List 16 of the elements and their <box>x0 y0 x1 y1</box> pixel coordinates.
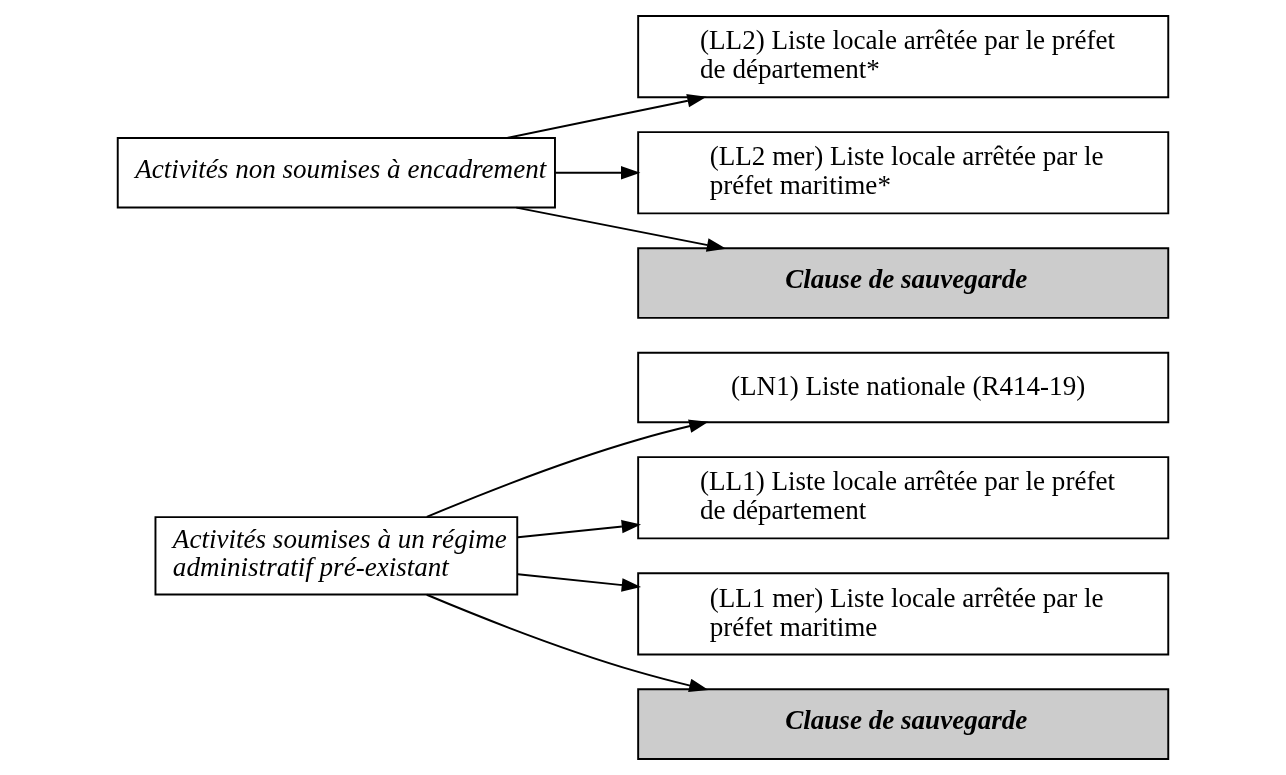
arrow <box>517 573 642 592</box>
arrow <box>517 519 642 539</box>
arrow <box>506 94 707 139</box>
node-box: (LN1) Liste nationale (R414-19) <box>637 351 1170 424</box>
node-box: Activités soumises à un régime administratif pré-existant <box>154 516 519 596</box>
node-box: Clause de sauvegarde <box>637 247 1170 319</box>
node-box: Activités non soumises à encadrement <box>116 136 556 209</box>
arrow <box>515 206 727 252</box>
node-box: (LL2) Liste locale arrêtée par le préfet de département* <box>637 15 1170 99</box>
node-box: (LL2 mer) Liste locale arrêtée par le préfet maritime* <box>637 131 1170 215</box>
node-box: (LL1) Liste locale arrêtée par le préfet de département <box>637 456 1170 540</box>
arrow <box>425 419 709 518</box>
arrow <box>554 166 641 180</box>
node-box: Clause de sauvegarde <box>637 688 1170 760</box>
node-box: (LL1 mer) Liste locale arrêtée par le préfet maritime <box>637 572 1170 656</box>
arrow <box>425 593 709 693</box>
